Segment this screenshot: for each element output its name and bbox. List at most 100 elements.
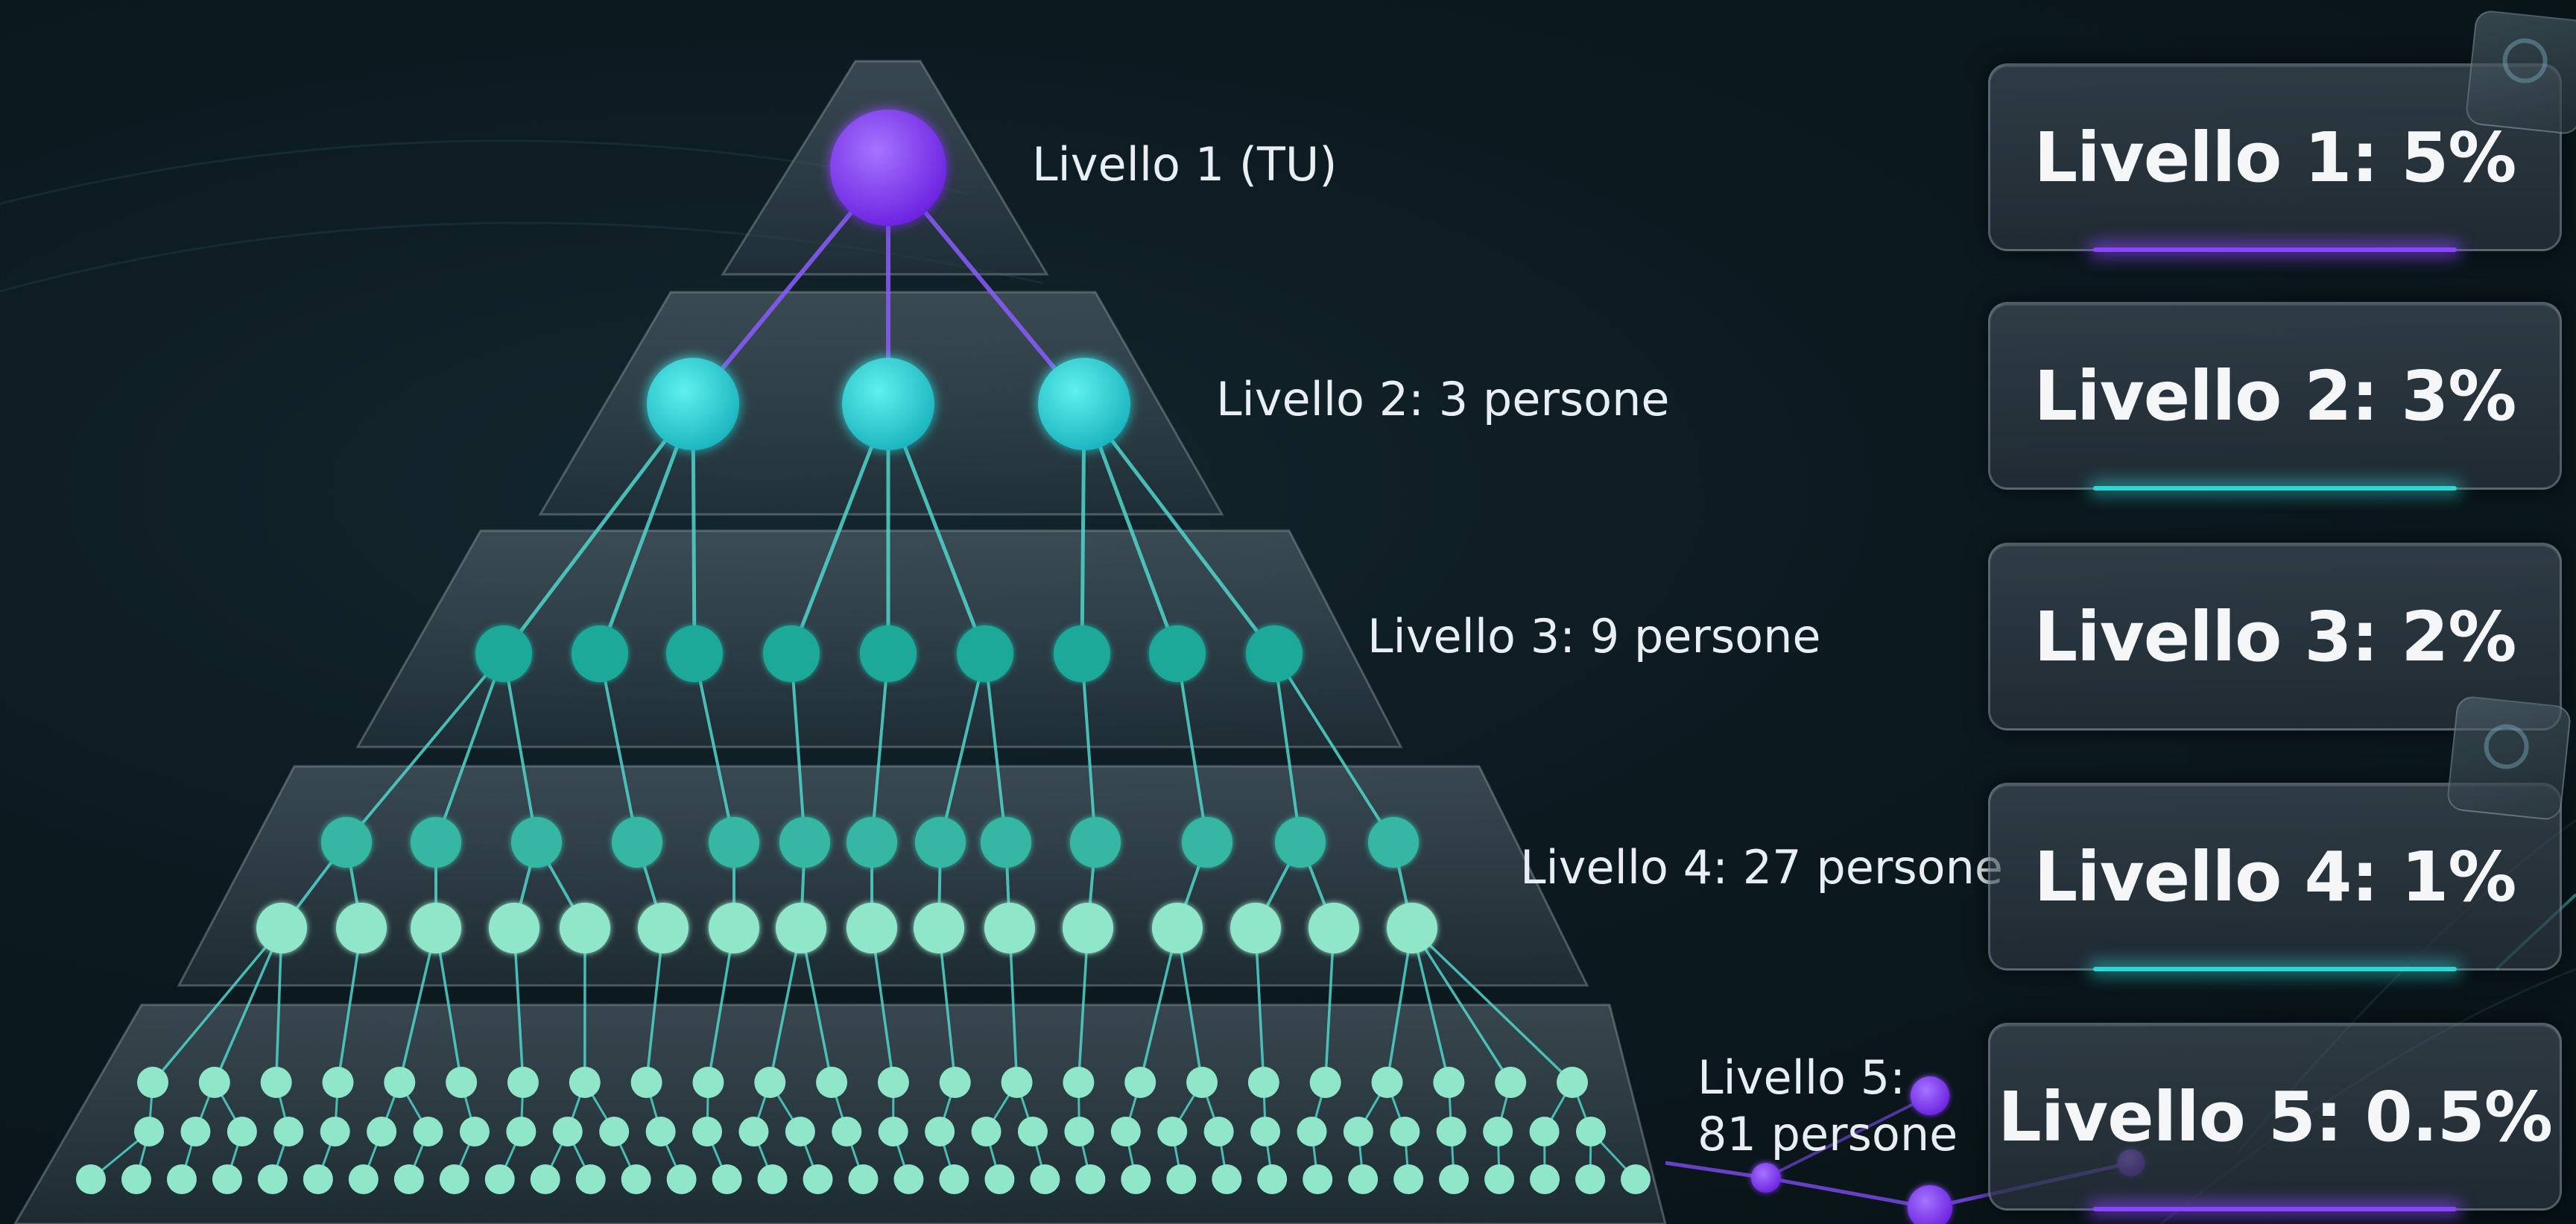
- network-node-level-3: [572, 625, 628, 682]
- level-4-label: Livello 4: 27 persone: [1520, 840, 2004, 895]
- network-link: [693, 653, 735, 843]
- network-node-level-5: [630, 1067, 662, 1098]
- network-nodes: [76, 110, 1651, 1194]
- network-node-level-5: [273, 1117, 304, 1146]
- network-link: [1411, 927, 1451, 1083]
- network-node-level-5: [1530, 1164, 1560, 1194]
- network-node-level-5: [1110, 1117, 1141, 1146]
- commission-badge-level-4: Livello 4: 1%: [1988, 783, 2562, 971]
- network-node-level-5: [393, 1164, 424, 1194]
- network-node-level-5: [832, 1117, 862, 1146]
- network-node-level-5: [738, 1117, 769, 1146]
- network-node-level-3: [1054, 625, 1110, 682]
- level-3-label: Livello 3: 9 persone: [1367, 609, 1821, 663]
- network-link: [1411, 927, 1512, 1083]
- network-node-level-4: [1182, 817, 1232, 868]
- network-node-level-5: [1348, 1164, 1379, 1194]
- network-node-level-5: [754, 1067, 786, 1098]
- network-node-level-3: [763, 625, 820, 682]
- network-node-level-4: [984, 903, 1035, 953]
- network-node-level-5: [878, 1117, 908, 1146]
- network-node-level-5: [227, 1117, 257, 1146]
- network-link: [1385, 927, 1414, 1083]
- commission-level-3: Livello 3: 2%: [2034, 596, 2517, 677]
- network-node-level-5: [121, 1164, 151, 1194]
- network-link: [1254, 927, 1265, 1083]
- network-node-level-3: [666, 625, 723, 682]
- network-node-level-5: [939, 1067, 971, 1098]
- network-link: [598, 653, 639, 843]
- network-node-level-4: [846, 903, 897, 953]
- network-link: [1411, 927, 1574, 1084]
- network-link: [434, 653, 505, 843]
- commission-level-2: Livello 2: 3%: [2034, 356, 2517, 436]
- network-link: [213, 927, 283, 1083]
- network-node-level-4: [1387, 903, 1437, 953]
- network-link: [939, 653, 987, 843]
- network-link: [336, 927, 363, 1083]
- badge-glow: [2092, 967, 2458, 971]
- badge-glow: [2092, 1207, 2458, 1211]
- network-node-level-5: [1250, 1117, 1281, 1146]
- network-node-level-5: [212, 1164, 242, 1194]
- network-node-level-5: [692, 1117, 723, 1146]
- network-node-level-5: [1166, 1164, 1197, 1194]
- network-node-level-5: [76, 1164, 106, 1194]
- network-node-level-4: [709, 903, 759, 953]
- slab-level-5: [13, 1003, 1667, 1224]
- network-node-level-5: [446, 1067, 478, 1098]
- corner-logo-icon: [2446, 695, 2572, 821]
- network-node-level-4: [638, 903, 689, 953]
- network-node-level-4: [411, 903, 461, 953]
- network-node-level-4: [489, 903, 539, 953]
- network-node-level-4: [1152, 903, 1203, 953]
- network-link: [1273, 653, 1302, 843]
- network-link: [1176, 653, 1209, 843]
- network-link: [790, 653, 806, 843]
- network-node-level-5: [1203, 1117, 1234, 1146]
- network-node-level-5: [848, 1164, 879, 1194]
- network-link: [870, 927, 895, 1083]
- network-link: [645, 927, 665, 1083]
- network-link: [1176, 927, 1203, 1083]
- network-node-level-5: [530, 1164, 560, 1194]
- network-node-level-5: [1439, 1164, 1469, 1194]
- network-node-level-3: [957, 625, 1013, 682]
- network-node-level-4: [321, 817, 372, 868]
- badge-glow: [2092, 486, 2458, 490]
- network-node-level-4: [709, 817, 759, 868]
- network-node-level-3: [1149, 625, 1206, 682]
- network-node-level-5: [1371, 1067, 1403, 1098]
- network-node-level-5: [757, 1164, 788, 1194]
- network-node-level-4: [779, 817, 830, 868]
- network-link: [870, 653, 890, 843]
- network-link: [151, 927, 283, 1084]
- network-link: [502, 653, 538, 843]
- network-node-level-5: [1186, 1067, 1218, 1098]
- network-node-level-5: [320, 1117, 350, 1146]
- network-node-level-5: [984, 1164, 1015, 1194]
- network-node-level-5: [803, 1164, 833, 1194]
- network-node-level-1: [830, 110, 946, 226]
- network-link: [274, 927, 283, 1083]
- network-link: [1273, 652, 1395, 844]
- network-node-level-5: [1064, 1117, 1095, 1146]
- network-node-level-4: [256, 903, 307, 953]
- network-node-level-5: [1212, 1164, 1242, 1194]
- network-node-level-4: [914, 903, 964, 953]
- network-node-level-5: [1621, 1164, 1651, 1194]
- network-node-level-5: [384, 1067, 416, 1098]
- network-node-level-5: [484, 1164, 515, 1194]
- network-link: [768, 927, 803, 1083]
- network-node-level-5: [1297, 1117, 1327, 1146]
- level-5-label-line1: Livello 5:: [1697, 1050, 1906, 1105]
- network-node-level-5: [621, 1164, 651, 1194]
- network-node-level-5: [260, 1067, 292, 1098]
- network-node-level-4: [776, 903, 826, 953]
- network-node-level-2: [842, 358, 934, 450]
- network-node-level-4: [981, 817, 1031, 868]
- network-node-level-5: [1484, 1164, 1515, 1194]
- network-link: [800, 927, 833, 1083]
